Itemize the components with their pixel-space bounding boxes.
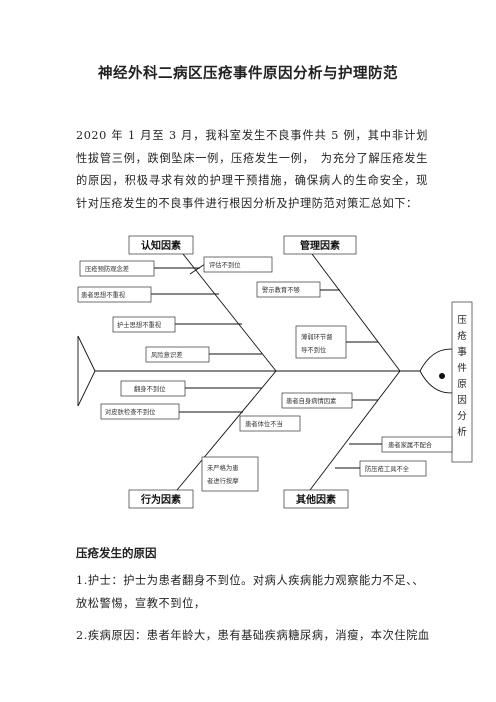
cause-turning: 翻身不到位: [134, 384, 166, 393]
page-title: 神经外科二病区压疮事件原因分析与护理防范: [98, 66, 398, 82]
fishbone-tail-bottom: [77, 370, 96, 407]
cause-family: 患者家属不配合: [388, 440, 433, 449]
category-box-cognitive: [128, 235, 194, 255]
category-other: 其他因素: [296, 493, 336, 506]
cause-box-nurse-ignore: [112, 316, 176, 333]
cause-box-family: [381, 436, 453, 453]
cause-box-warning: [256, 281, 321, 298]
cause-box-care: [201, 456, 259, 492]
bone-cognitive: [182, 253, 277, 372]
causes-heading: 压疮发生的原因: [76, 546, 157, 560]
bone-other: [309, 370, 401, 491]
effect-label: 压疮事件原因分析: [457, 315, 467, 438]
cause-pressure-awareness: 压疮预防观念差: [85, 264, 129, 273]
bone-behavior: [176, 370, 277, 491]
cause-box-turning: [120, 380, 186, 397]
fishbone-diagram: 认知因素 管理因素 行为因素 其他因素 压疮事件原因分析 压疮预防观念差 患者思…: [77, 235, 473, 509]
cause-tools: 防压疮工具不全: [365, 464, 410, 473]
category-box-other: [283, 489, 349, 509]
cause-box-eval: [203, 256, 273, 273]
cause-risk-awareness: 风险意识差: [151, 350, 182, 359]
cause-box-risk-awareness: [145, 346, 210, 363]
category-box-management: [283, 235, 357, 255]
cause-position: 患者体位不当: [245, 419, 283, 428]
cause-box-pressure-awareness: [79, 260, 155, 277]
cause-box-tools: [359, 460, 427, 477]
fishbone-tail-top: [77, 335, 96, 372]
cause-box-position: [239, 415, 301, 432]
category-management: 管理因素: [300, 239, 340, 252]
cause-care-1: 未严格为患: [207, 463, 238, 472]
cause-patient-condition: 患者自身病情因素: [286, 396, 336, 405]
cause-eval: 评估不到位: [209, 260, 241, 269]
category-box-behavior: [128, 489, 194, 509]
cause-patient-ignore: 患者思想不重视: [81, 290, 126, 299]
cause-nurse-ignore: 护士思想不重视: [117, 320, 162, 329]
branch-eval: [189, 263, 206, 275]
cause-care-2: 者进行按摩: [207, 476, 239, 485]
cause-box-skin-check: [100, 403, 180, 420]
intro-paragraph: 2020 年 1 月至 3 月，我科室发生不良事件共 5 例，其中非计划性拔管三…: [76, 129, 428, 210]
cause-warning: 警示教育不够: [262, 285, 300, 294]
fishbone-eye: [439, 373, 445, 379]
cause-paragraph-2: 2.疾病原因：患者年龄大，患有基础疾病糖尿病，消瘦，本次住院血: [76, 629, 430, 642]
cause-paragraph-1: 1.护士：护士为患者翻身不到位。对病人疾病能力观察能力不足、、放松警惕，宣教不到…: [76, 574, 425, 610]
cause-skin-check: 对皮肤检查不到位: [105, 407, 156, 416]
bone-management: [311, 253, 401, 372]
category-behavior: 行为因素: [140, 493, 181, 506]
cause-weak-guidance-1: 薄弱环节督: [301, 332, 332, 341]
effect-box: [451, 301, 473, 463]
cause-box-patient-condition: [281, 392, 353, 409]
category-cognitive: 认知因素: [141, 239, 181, 252]
cause-box-patient-ignore: [77, 286, 152, 303]
cause-weak-guidance-2: 导不到位: [301, 345, 327, 354]
